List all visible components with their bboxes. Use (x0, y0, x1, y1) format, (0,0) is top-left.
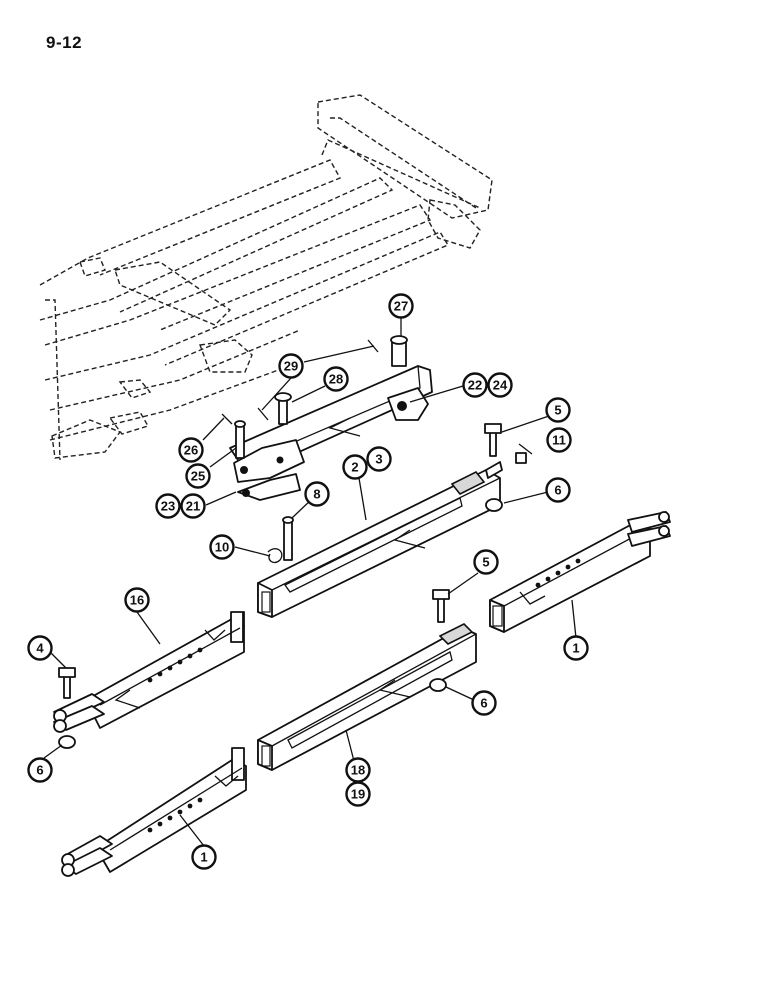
callout-10: 10 (209, 534, 235, 560)
callout-5-upper: 5 (545, 397, 571, 423)
callout-25: 25 (185, 463, 211, 489)
callout-1-right: 1 (563, 635, 589, 661)
page-number: 9-12 (46, 33, 83, 52)
tube-1-right-holes (535, 558, 581, 588)
callout-4: 4 (27, 635, 53, 661)
tube-1-right (489, 511, 671, 633)
nut-6-left (58, 735, 76, 749)
callout-1-bottom-label: 1 (200, 850, 207, 865)
callout-6-middle-label: 6 (480, 696, 487, 711)
callout-19-label: 19 (351, 787, 365, 802)
callout-18: 18 (345, 757, 371, 783)
callout-18-label: 18 (351, 763, 365, 778)
upper-tube-assembly (229, 365, 433, 501)
callout-8: 8 (304, 481, 330, 507)
callout-1-bottom: 1 (191, 844, 217, 870)
tube-16-holes (147, 647, 203, 683)
callout-3-label: 3 (375, 452, 382, 467)
callout-6-left-label: 6 (36, 763, 43, 778)
callout-4-label: 4 (36, 641, 44, 656)
leader-lines (43, 318, 577, 847)
callout-23-label: 23 (161, 499, 175, 514)
callout-21-label: 21 (186, 499, 200, 514)
nut-11 (515, 452, 527, 464)
callout-11-label: 11 (552, 433, 566, 448)
pin-25 (234, 420, 246, 459)
callout-16-label: 16 (130, 593, 144, 608)
callout-29-label: 29 (284, 359, 298, 374)
callout-22-label: 22 (468, 378, 482, 393)
callout-28-label: 28 (329, 372, 343, 387)
pin-8 (282, 516, 294, 561)
callout-8-label: 8 (313, 487, 320, 502)
pin-28 (274, 392, 292, 425)
callout-25-label: 25 (191, 469, 205, 484)
callout-27-label: 27 (394, 299, 408, 314)
callout-24: 24 (487, 372, 513, 398)
callout-23: 23 (155, 493, 181, 519)
callout-26-label: 26 (184, 443, 198, 458)
callout-1-right-label: 1 (572, 641, 579, 656)
clip-26 (221, 413, 233, 425)
nut-6-upper (485, 498, 503, 512)
callout-6-upper-label: 6 (554, 483, 561, 498)
tube-1-bottom-holes (147, 797, 203, 833)
callout-6-upper: 6 (545, 477, 571, 503)
callout-26: 26 (178, 437, 204, 463)
callout-5-lower: 5 (473, 549, 499, 575)
callout-6-middle: 6 (471, 690, 497, 716)
tube-1-bottom (61, 747, 247, 877)
bolt-5-lower (432, 589, 450, 623)
callout-5-lower-label: 5 (482, 555, 489, 570)
bolt-5-upper (484, 423, 502, 457)
callout-10-label: 10 (215, 540, 229, 555)
tube-18-19 (257, 623, 477, 771)
callout-2: 2 (342, 454, 368, 480)
callout-6-left: 6 (27, 757, 53, 783)
callout-16: 16 (124, 587, 150, 613)
callout-27: 27 (388, 293, 414, 319)
callout-2-label: 2 (351, 460, 358, 475)
callout-21: 21 (180, 493, 206, 519)
callout-5-upper-label: 5 (554, 403, 561, 418)
tube-2-3 (257, 461, 503, 618)
pin-27 (390, 335, 408, 367)
frame-phantom-outline (39, 94, 493, 461)
clip-10 (267, 548, 283, 564)
callout-29: 29 (278, 353, 304, 379)
clip-29b (257, 407, 269, 421)
callout-22: 22 (462, 372, 488, 398)
bolt-4 (58, 667, 76, 699)
tube-16 (53, 611, 245, 733)
callout-19: 19 (345, 781, 371, 807)
callout-11: 11 (546, 427, 572, 453)
nut-6-middle (429, 678, 447, 692)
callout-24-label: 24 (493, 378, 508, 393)
callout-3: 3 (366, 446, 392, 472)
hardware (58, 335, 527, 749)
callout-28: 28 (323, 366, 349, 392)
